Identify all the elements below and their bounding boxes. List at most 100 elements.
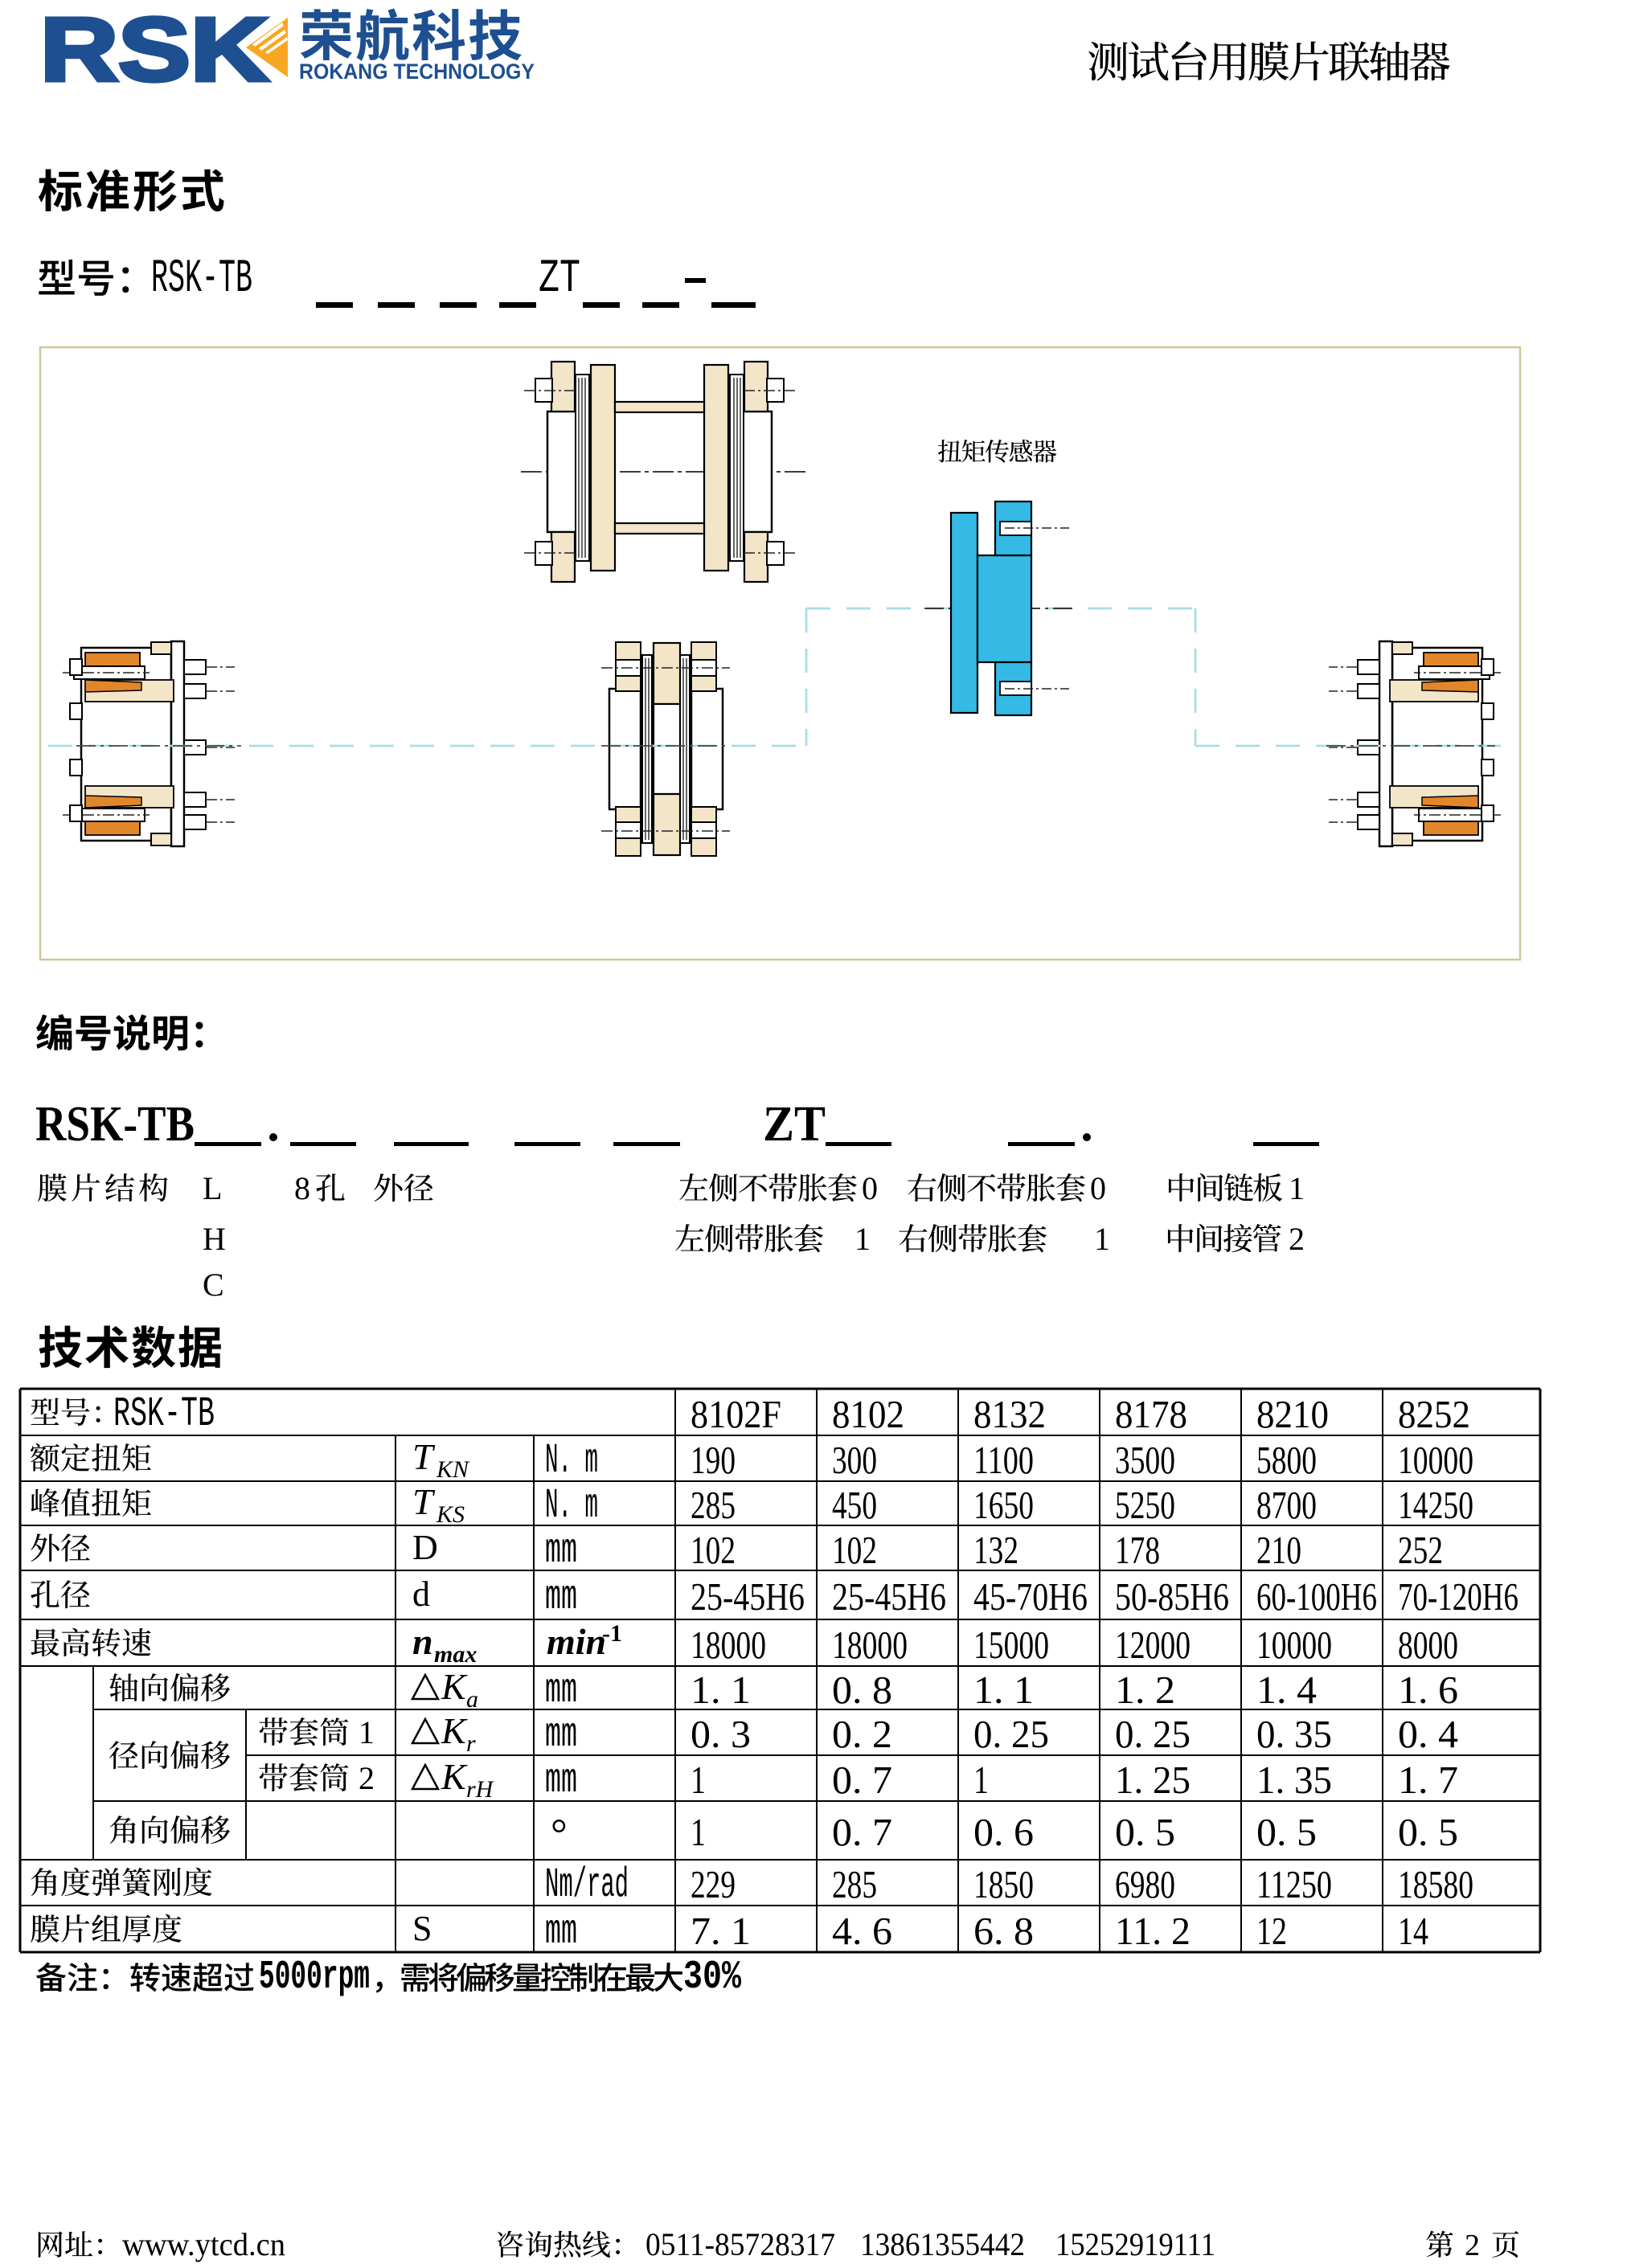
- svg-text:mm: mm: [545, 1574, 577, 1621]
- svg-text:0. 7: 0. 7: [832, 1810, 892, 1854]
- svg-text:0. 35: 0. 35: [1256, 1712, 1332, 1756]
- svg-text:1. 1: 1. 1: [973, 1668, 1034, 1712]
- svg-text:300: 300: [832, 1438, 877, 1482]
- svg-text:252: 252: [1398, 1528, 1443, 1572]
- svg-text:190: 190: [691, 1438, 736, 1482]
- svg-text:1. 35: 1. 35: [1256, 1758, 1332, 1802]
- svg-text:0. 25: 0. 25: [973, 1712, 1049, 1756]
- svg-text:8700: 8700: [1256, 1483, 1317, 1527]
- svg-text:8000: 8000: [1398, 1623, 1458, 1667]
- svg-text:15252919111: 15252919111: [1055, 2226, 1215, 2262]
- svg-text:1. 2: 1. 2: [1115, 1668, 1175, 1712]
- svg-text:0. 6: 0. 6: [973, 1810, 1034, 1854]
- svg-text:5250: 5250: [1115, 1483, 1175, 1527]
- svg-text:rH: rH: [466, 1776, 495, 1803]
- svg-text:50-85H6: 50-85H6: [1115, 1574, 1229, 1619]
- svg-text:r: r: [466, 1730, 476, 1757]
- svg-text:0. 4: 0. 4: [1398, 1712, 1458, 1756]
- svg-text:18580: 18580: [1398, 1862, 1473, 1906]
- svg-text:1100: 1100: [973, 1438, 1034, 1482]
- svg-text:mm: mm: [545, 1711, 577, 1758]
- svg-text:1850: 1850: [973, 1862, 1034, 1906]
- svg-text:132: 132: [973, 1528, 1018, 1572]
- svg-text:a: a: [466, 1686, 478, 1713]
- svg-text:KS: KS: [436, 1501, 465, 1528]
- svg-text:1. 1: 1. 1: [691, 1668, 751, 1712]
- svg-text:8102F: 8102F: [691, 1392, 781, 1436]
- svg-text:RSK-TB: RSK-TB: [151, 253, 252, 305]
- svg-text:1: 1: [973, 1758, 989, 1802]
- svg-text:5800: 5800: [1256, 1438, 1317, 1482]
- svg-text:°: °: [551, 1812, 568, 1857]
- svg-text:25-45H6: 25-45H6: [832, 1574, 946, 1619]
- svg-text:mm: mm: [545, 1667, 577, 1714]
- svg-text:L: L: [203, 1170, 222, 1206]
- svg-text:5000rpm: 5000rpm: [259, 1955, 370, 2000]
- svg-text:T: T: [412, 1481, 436, 1522]
- svg-text:www.ytcd.cn: www.ytcd.cn: [122, 2226, 285, 2262]
- svg-text:3500: 3500: [1115, 1438, 1175, 1482]
- svg-text:N. m: N. m: [545, 1482, 598, 1529]
- svg-text:K: K: [441, 1710, 468, 1751]
- svg-text:2: 2: [1289, 1221, 1305, 1257]
- svg-text:60-100H6: 60-100H6: [1256, 1574, 1377, 1619]
- svg-text:0. 3: 0. 3: [691, 1712, 751, 1756]
- svg-text:11. 2: 11. 2: [1115, 1909, 1191, 1953]
- svg-text:8: 8: [294, 1170, 310, 1206]
- svg-text:25-45H6: 25-45H6: [691, 1574, 805, 1619]
- svg-text:1: 1: [359, 1714, 375, 1750]
- svg-text:30%: 30%: [683, 1955, 742, 2000]
- svg-text:102: 102: [832, 1528, 877, 1572]
- svg-text:KN: KN: [436, 1456, 470, 1483]
- svg-text:12: 12: [1256, 1909, 1287, 1953]
- svg-text:0: 0: [1090, 1170, 1106, 1206]
- svg-text:max: max: [434, 1641, 477, 1668]
- svg-text:14250: 14250: [1398, 1483, 1473, 1527]
- svg-text:102: 102: [691, 1528, 736, 1572]
- svg-text:6. 8: 6. 8: [973, 1909, 1034, 1953]
- svg-text:8252: 8252: [1398, 1392, 1470, 1436]
- svg-text:6980: 6980: [1115, 1862, 1175, 1906]
- svg-text:C: C: [203, 1267, 224, 1303]
- svg-text:0. 8: 0. 8: [832, 1668, 892, 1712]
- svg-text:70-120H6: 70-120H6: [1398, 1574, 1518, 1619]
- svg-text:7. 1: 7. 1: [691, 1909, 751, 1953]
- svg-text:0. 2: 0. 2: [832, 1712, 892, 1756]
- svg-text:T: T: [412, 1436, 436, 1477]
- svg-text:ZT: ZT: [763, 1097, 826, 1152]
- svg-text:0. 7: 0. 7: [832, 1758, 892, 1802]
- svg-text:1650: 1650: [973, 1483, 1034, 1527]
- svg-text:mm: mm: [545, 1757, 577, 1804]
- svg-text:S: S: [412, 1909, 432, 1948]
- svg-text:0. 5: 0. 5: [1256, 1810, 1317, 1854]
- svg-text:0511-85728317: 0511-85728317: [645, 2226, 835, 2262]
- svg-text:18000: 18000: [832, 1623, 908, 1667]
- svg-text:0. 5: 0. 5: [1398, 1810, 1458, 1854]
- svg-text:K: K: [441, 1666, 468, 1707]
- svg-text:450: 450: [832, 1483, 877, 1527]
- svg-text:14: 14: [1398, 1909, 1428, 1953]
- svg-text:1: 1: [1094, 1221, 1110, 1257]
- svg-text:1: 1: [854, 1221, 871, 1257]
- svg-text:10000: 10000: [1256, 1623, 1332, 1667]
- svg-text:10000: 10000: [1398, 1438, 1473, 1482]
- svg-text:1: 1: [691, 1810, 706, 1854]
- svg-text:18000: 18000: [691, 1623, 766, 1667]
- svg-text:2: 2: [359, 1760, 375, 1796]
- svg-text:mm: mm: [545, 1527, 577, 1574]
- svg-text:45-70H6: 45-70H6: [973, 1574, 1088, 1619]
- svg-text:8178: 8178: [1115, 1392, 1187, 1436]
- svg-text:-1: -1: [602, 1620, 622, 1647]
- svg-text:229: 229: [691, 1862, 736, 1906]
- svg-text:RSK: RSK: [40, 0, 268, 100]
- svg-text:n: n: [412, 1621, 433, 1662]
- svg-text:285: 285: [832, 1862, 877, 1906]
- svg-text:min: min: [547, 1621, 606, 1662]
- svg-text:12000: 12000: [1115, 1623, 1191, 1667]
- svg-text:d: d: [412, 1574, 430, 1614]
- svg-text:1. 6: 1. 6: [1398, 1668, 1458, 1712]
- svg-text:210: 210: [1256, 1528, 1301, 1572]
- svg-text:8210: 8210: [1256, 1392, 1329, 1436]
- svg-text:0. 25: 0. 25: [1115, 1712, 1191, 1756]
- svg-text:ROKANG TECHNOLOGY: ROKANG TECHNOLOGY: [299, 59, 535, 84]
